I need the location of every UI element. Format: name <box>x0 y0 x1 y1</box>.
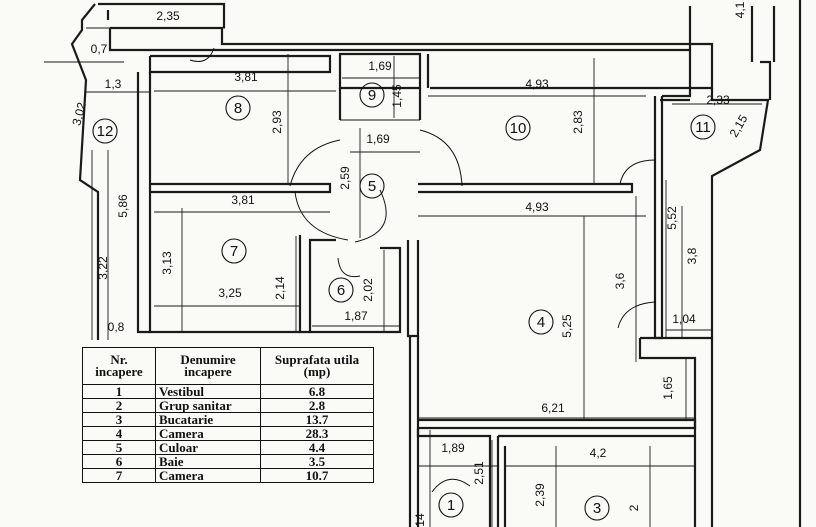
legend-cell-area: 3.5 <box>260 454 374 469</box>
room-marker-9 <box>359 82 385 108</box>
dimension-label: 2,33 <box>706 93 730 107</box>
dimension-label: 2,15 <box>727 112 751 140</box>
dimension-label: 4,93 <box>525 200 549 214</box>
dimension-label: 5,25 <box>560 314 574 338</box>
room-number-11: 11 <box>695 119 711 136</box>
walls <box>70 0 802 527</box>
room-number-9: 9 <box>368 87 376 104</box>
dimension-label: 6,21 <box>541 401 565 415</box>
dimension-label: 3,81 <box>234 70 258 84</box>
room-labels: 1 3 4 5 6 7 8 9 10 11 12 <box>92 82 716 521</box>
room-legend-table: Nr. incapere Denumire incapere Suprafata… <box>82 347 374 483</box>
dimension-label: 1,04 <box>672 312 696 326</box>
room-number-3: 3 <box>593 500 601 517</box>
room-number-10: 10 <box>510 120 527 137</box>
dimension-label: 0,7 <box>91 42 108 56</box>
dimension-label: 4,2 <box>590 446 607 460</box>
dimension-label: 1,45 <box>390 84 404 108</box>
legend-cell-name: Vestibul <box>155 384 261 399</box>
legend-cell-area: 6.8 <box>260 384 374 399</box>
room-number-7: 7 <box>230 243 238 260</box>
legend-cell-nr: 6 <box>82 454 156 469</box>
doors <box>189 47 656 493</box>
dimension-label: 2,35 <box>156 9 180 23</box>
dimension-label: 2,51 <box>472 461 486 485</box>
legend-cell-nr: 1 <box>82 384 156 399</box>
dimension-label: 3,13 <box>160 251 174 275</box>
room-marker-4 <box>528 309 554 335</box>
dimension-label: 1,87 <box>344 309 368 323</box>
dimension-label: 2,39 <box>533 483 547 507</box>
legend-cell-area: 28.3 <box>260 426 374 441</box>
legend-cell-name: Baie <box>155 454 261 469</box>
legend-header-name: Denumire incapere <box>155 347 261 385</box>
legend-cell-area: 10.7 <box>260 468 374 483</box>
dimension-label: 3,6 <box>613 272 627 289</box>
room-marker-1 <box>438 492 464 518</box>
dimension-label: 2,02 <box>361 278 375 302</box>
dimension-label: 2 <box>627 504 641 511</box>
room-number-6: 6 <box>337 282 345 299</box>
dimension-label: 3,02 <box>69 101 89 127</box>
dimension-lines <box>44 27 762 527</box>
legend-cell-name: Bucatarie <box>155 412 261 427</box>
legend-cell-nr: 4 <box>82 426 156 441</box>
room-number-8: 8 <box>234 100 242 117</box>
room-marker-6 <box>328 277 354 303</box>
legend-cell-area: 2.8 <box>260 398 374 413</box>
room-marker-3 <box>584 495 610 521</box>
legend-cell-area: 13.7 <box>260 412 374 427</box>
dimension-label: 0,8 <box>108 320 125 334</box>
room-marker-5 <box>359 173 385 199</box>
dimension-label: 1,89 <box>441 441 465 455</box>
dimension-label: 3,25 <box>218 286 242 300</box>
room-number-1: 1 <box>447 497 455 514</box>
dimension-label: 2,93 <box>270 110 284 134</box>
dimension-label: 1,3 <box>105 77 122 91</box>
legend-cell-name: Grup sanitar <box>155 398 261 413</box>
legend-cell-nr: 3 <box>82 412 156 427</box>
legend-cell-name: Culoar <box>155 440 261 455</box>
dimension-label: 3,8 <box>685 247 699 264</box>
legend-cell-name: Camera <box>155 426 261 441</box>
dimension-label: 5,52 <box>665 206 679 230</box>
dimension-label: 5,86 <box>116 194 130 218</box>
legend-cell-nr: 2 <box>82 398 156 413</box>
room-marker-11 <box>690 114 716 140</box>
room-marker-12 <box>92 118 118 144</box>
legend-cell-nr: 7 <box>82 468 156 483</box>
legend-header-row: Nr. incapere Denumire incapere Suprafata… <box>82 347 374 385</box>
dimension-label: 1,65 <box>661 376 675 400</box>
dimension-label: 4,93 <box>525 77 549 91</box>
room-number-5: 5 <box>368 178 376 195</box>
legend-cell-name: Camera <box>155 468 261 483</box>
dimension-label: 14 <box>413 513 427 527</box>
room-marker-7 <box>221 238 247 264</box>
room-number-12: 12 <box>97 123 114 140</box>
dimension-label: 1,69 <box>366 132 390 146</box>
legend-header-nr: Nr. incapere <box>82 347 156 385</box>
dimension-label: 3,81 <box>231 193 255 207</box>
room-marker-8 <box>225 95 251 121</box>
legend-cell-area: 4.4 <box>260 440 374 455</box>
dimension-label: 2,14 <box>273 276 287 300</box>
dimension-label: 2,59 <box>338 166 352 190</box>
dimension-label: 3,22 <box>96 256 110 280</box>
room-number-4: 4 <box>537 314 545 331</box>
dimension-label: 1,69 <box>368 59 392 73</box>
dimension-label: 2,83 <box>571 110 585 134</box>
room-marker-10 <box>505 115 531 141</box>
dimension-label: 4,1 <box>733 1 747 18</box>
legend-cell-nr: 5 <box>82 440 156 455</box>
legend-header-area: Suprafata utila (mp) <box>260 347 374 385</box>
